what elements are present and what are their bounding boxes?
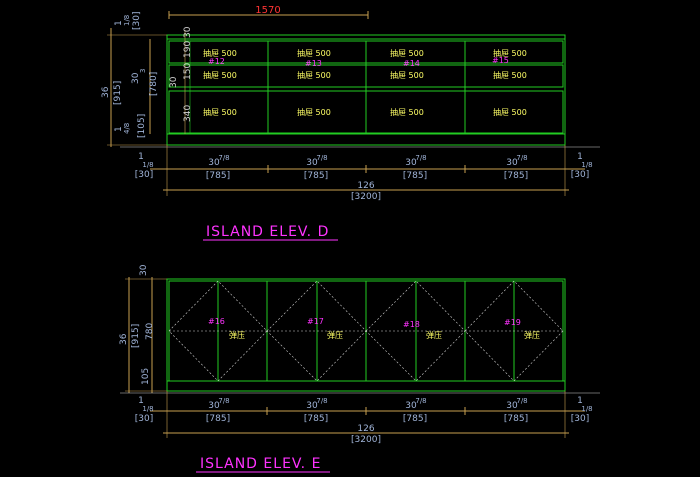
vert-dim-text: 3	[139, 69, 147, 73]
dim-mm: [785]	[504, 171, 528, 181]
vert-dim-text: 30	[131, 72, 141, 84]
dim-frac-whole: 30	[306, 401, 318, 411]
vert-dim-text: 30	[139, 264, 149, 276]
section-height-text: 190	[183, 41, 193, 58]
dim-frac-whole: 1	[138, 152, 144, 162]
vert-dim-text: [915]	[131, 324, 141, 348]
dim-mm: [785]	[403, 414, 427, 424]
elevation-d: 1570 抽屉 500 抽屉 500 抽屉 500 抽屉 500 抽屉 500 …	[101, 5, 600, 241]
dim-frac: 1/8	[581, 405, 592, 413]
door-label: 弹压	[426, 330, 442, 340]
drawer-label: 抽屉 500	[390, 70, 424, 80]
drawer-label: 抽屉 500	[203, 70, 237, 80]
dim-mm: [785]	[504, 414, 528, 424]
cabinet-tag: #16	[208, 317, 225, 326]
dim-mm: [30]	[571, 414, 589, 424]
overall-width-mm: [3200]	[351, 192, 381, 202]
top-dim-label: 1570	[255, 5, 280, 16]
overall-width: 126	[357, 181, 374, 191]
dim-mm: [30]	[571, 170, 589, 180]
dim-frac-whole: 1	[138, 396, 144, 406]
elev-d-title: ISLAND ELEV. D	[206, 224, 329, 240]
dim-mm: [785]	[206, 171, 230, 181]
drawer-label: 抽屉 500	[493, 48, 527, 58]
dim-frac: 7/8	[415, 154, 426, 162]
dim-frac-whole: 30	[208, 158, 220, 168]
dim-frac-whole: 30	[506, 401, 518, 411]
cabinet-tag: #13	[305, 59, 322, 68]
dim-frac-whole: 30	[306, 158, 318, 168]
vert-dim-text: [30]	[132, 12, 142, 30]
drawer-label: 抽屉 500	[390, 107, 424, 117]
drawer-label: 抽屉 500	[297, 107, 331, 117]
cabinet-tag: #17	[307, 317, 324, 326]
cabinet-tag: #15	[492, 56, 509, 65]
elev-e-outline	[166, 278, 566, 392]
vert-dim-text: 36	[101, 86, 111, 98]
dim-frac: 7/8	[316, 397, 327, 405]
vert-dim-text: 780	[145, 323, 155, 340]
drawer-label: 抽屉 500	[297, 70, 331, 80]
elev-e-title: ISLAND ELEV. E	[200, 456, 321, 472]
section-height-text: 340	[183, 105, 193, 122]
dim-frac: 1/8	[581, 161, 592, 169]
door-label: 弹压	[524, 330, 540, 340]
door-label: 弹压	[229, 330, 245, 340]
dim-mm: [785]	[304, 414, 328, 424]
section-height-text: 150	[183, 63, 193, 80]
drawer-label: 抽屉 500	[390, 48, 424, 58]
vert-dim-text: 36	[119, 333, 129, 345]
dim-frac: 7/8	[516, 397, 527, 405]
cabinet-tag: #19	[504, 318, 521, 327]
dim-mm: [30]	[135, 414, 153, 424]
vert-dim-text: [915]	[113, 81, 123, 105]
dim-frac: 7/8	[218, 154, 229, 162]
vert-dim-text: 1	[114, 126, 124, 132]
dim-frac-whole: 1	[577, 396, 583, 406]
dim-frac-whole: 30	[208, 401, 220, 411]
drawer-label: 抽屉 500	[297, 48, 331, 58]
overall-width-mm: [3200]	[351, 435, 381, 445]
section-height-text: 30	[183, 26, 193, 38]
drawer-label: 抽屉 500	[203, 48, 237, 58]
vert-dim-text: [105]	[137, 114, 147, 138]
dim-frac: 7/8	[516, 154, 527, 162]
vert-dim-text: 4/8	[123, 123, 131, 134]
dim-mm: [30]	[135, 170, 153, 180]
elevation-e: 弹压 弹压 弹压 弹压 #16 #17 #18 #19 36 [915] 30 …	[119, 264, 600, 473]
door-label: 弹压	[327, 330, 343, 340]
dim-frac-whole: 30	[405, 158, 417, 168]
dim-frac-whole: 1	[577, 152, 583, 162]
dim-mm: [785]	[304, 171, 328, 181]
elev-d-outline	[166, 34, 566, 146]
drawer-label: 抽屉 500	[203, 107, 237, 117]
vert-dim-text: [780]	[149, 72, 159, 96]
dim-frac: 7/8	[316, 154, 327, 162]
dim-frac: 7/8	[415, 397, 426, 405]
overall-width: 126	[357, 424, 374, 434]
drawer-label: 抽屉 500	[493, 107, 527, 117]
vert-dim-text: 1	[114, 20, 124, 26]
vert-dim-text: 105	[141, 368, 151, 385]
dim-frac: 1/8	[142, 161, 153, 169]
dim-frac: 7/8	[218, 397, 229, 405]
vert-dim-text: 1/8	[123, 15, 131, 26]
cabinet-tag: #14	[403, 59, 420, 68]
dim-mm: [785]	[206, 414, 230, 424]
dim-frac-whole: 30	[405, 401, 417, 411]
cabinet-tag: #12	[208, 57, 225, 66]
section-height-text: 30	[169, 76, 179, 88]
cabinet-tag: #18	[403, 320, 420, 329]
dim-mm: [785]	[403, 171, 427, 181]
dim-frac-whole: 30	[506, 158, 518, 168]
dim-frac: 1/8	[142, 405, 153, 413]
drawer-label: 抽屉 500	[493, 70, 527, 80]
